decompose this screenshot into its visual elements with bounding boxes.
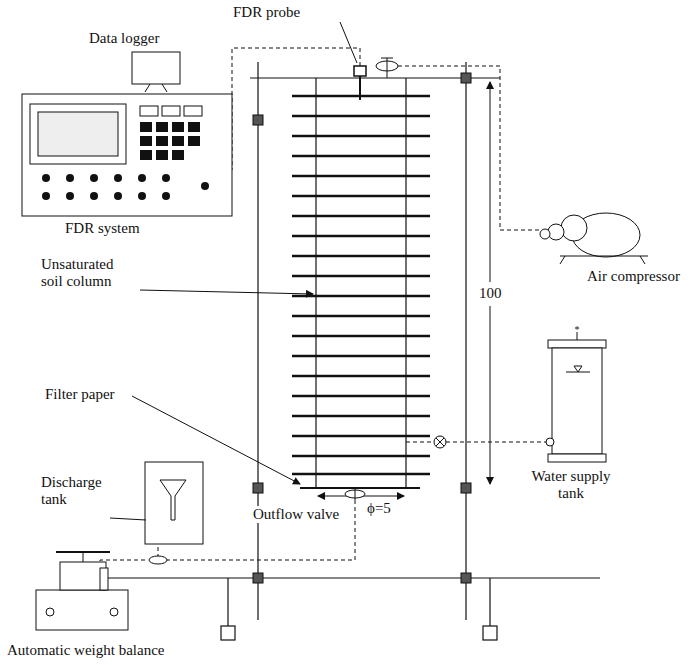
part-label: Air compressor <box>586 268 681 285</box>
part-label: FDR probe <box>232 4 301 21</box>
part-label: Unsaturated soil column <box>40 256 138 291</box>
part-label: FDR system <box>64 220 141 237</box>
svg-text:*: * <box>575 324 580 335</box>
part-label: Filter paper <box>44 386 116 403</box>
part-label: Water supply tank <box>520 468 622 503</box>
part-label: Data logger <box>88 30 160 47</box>
part-label: Discharge tank <box>40 474 114 509</box>
part-label: Automatic weight balance <box>6 642 165 659</box>
dimension-label: 100 <box>478 285 503 302</box>
part-label: Outflow valve <box>252 506 340 523</box>
dimension-label: ϕ=5 <box>366 500 392 517</box>
